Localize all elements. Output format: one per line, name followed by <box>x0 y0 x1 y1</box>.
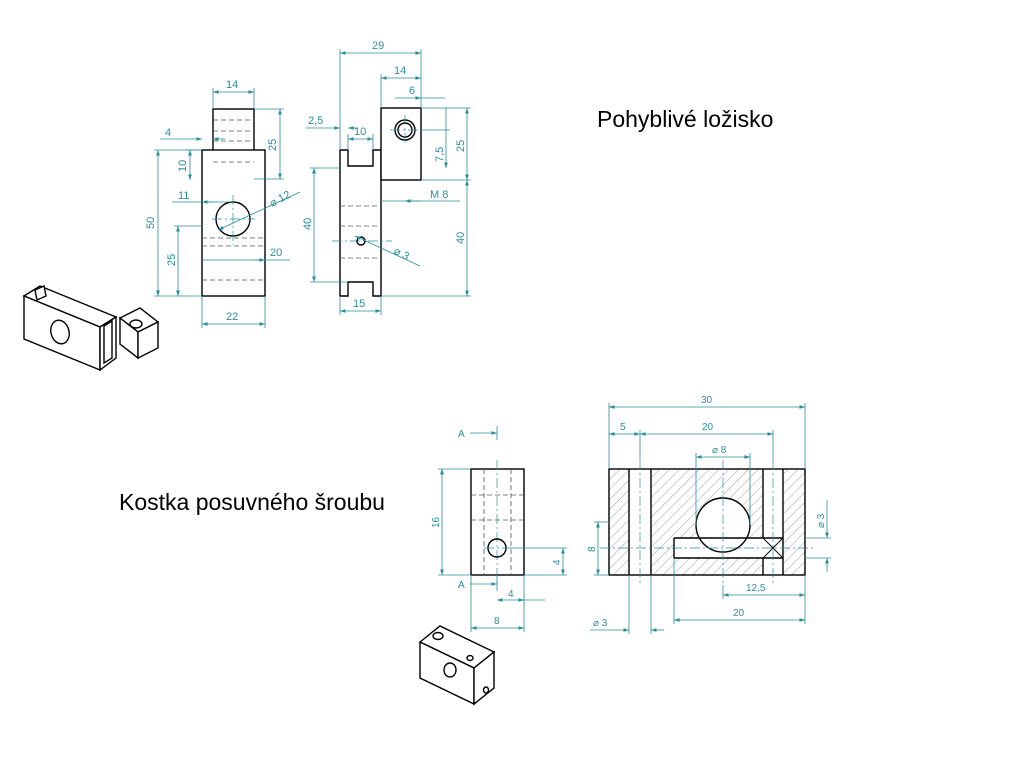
screw-block-section-dimensions: 30 5 20 ⌀ 8 ⌀ 3 8 12,5 20 ⌀ 3 <box>587 395 831 634</box>
dim-8-vertical: 8 <box>587 546 598 552</box>
bearing-front-view <box>201 108 266 297</box>
title-movable-bearing: Pohyblivé ložisko <box>597 106 774 132</box>
dim-6: 6 <box>409 85 415 97</box>
dim-dia-3-bottom: ⌀ 3 <box>593 618 608 629</box>
title-screw-block: Kostka posuvného šroubu <box>119 489 385 515</box>
dim-dia-3-right: ⌀ 3 <box>816 513 827 528</box>
dim-dia-12: ⌀ 12 <box>268 189 293 210</box>
screw-block-front-dimensions: A A 16 4 4 8 <box>431 426 567 632</box>
dim-16: 16 <box>431 516 442 528</box>
dim-22: 22 <box>226 311 238 323</box>
dim-14b: 14 <box>394 65 406 77</box>
dim-20: 20 <box>270 247 282 259</box>
bearing-isometric <box>22 285 160 372</box>
screw-block-front-view <box>470 460 525 585</box>
screw-block-isometric <box>418 625 496 706</box>
dim-4: 4 <box>165 127 171 139</box>
dim-20-bottom: 20 <box>733 608 745 619</box>
section-a-top: A <box>458 429 465 440</box>
dim-2-5: 2,5 <box>308 115 323 127</box>
dim-14: 14 <box>226 79 238 91</box>
dim-5: 5 <box>620 422 626 433</box>
dim-25b: 25 <box>166 254 178 266</box>
dim-25: 25 <box>267 139 279 151</box>
dim-12-5: 12,5 <box>746 583 766 594</box>
dim-8: 8 <box>494 616 500 627</box>
dim-40b: 40 <box>455 232 467 244</box>
bearing-side-dimensions: 29 14 6 2,5 10 7,5 25 M 8 40 ⌀ 3 <box>302 40 471 315</box>
dim-29: 29 <box>372 40 384 52</box>
dim-15: 15 <box>353 298 365 310</box>
dim-25c: 25 <box>455 140 467 152</box>
dim-4-vertical: 4 <box>552 559 563 565</box>
dim-30: 30 <box>701 395 713 406</box>
dim-20-top: 20 <box>702 422 714 433</box>
dim-4-horizontal: 4 <box>508 589 514 600</box>
dim-11: 11 <box>178 190 189 202</box>
dim-10: 10 <box>177 160 189 172</box>
screw-block-section-view <box>600 460 815 585</box>
dim-m8: M 8 <box>430 189 448 201</box>
dim-40: 40 <box>302 218 314 230</box>
dim-7-5: 7,5 <box>434 147 446 162</box>
dim-dia-8: ⌀ 8 <box>712 445 727 456</box>
dim-10b: 10 <box>354 126 366 138</box>
bearing-side-view <box>332 107 422 297</box>
dim-50: 50 <box>145 217 157 229</box>
section-a-bottom: A <box>458 580 465 591</box>
